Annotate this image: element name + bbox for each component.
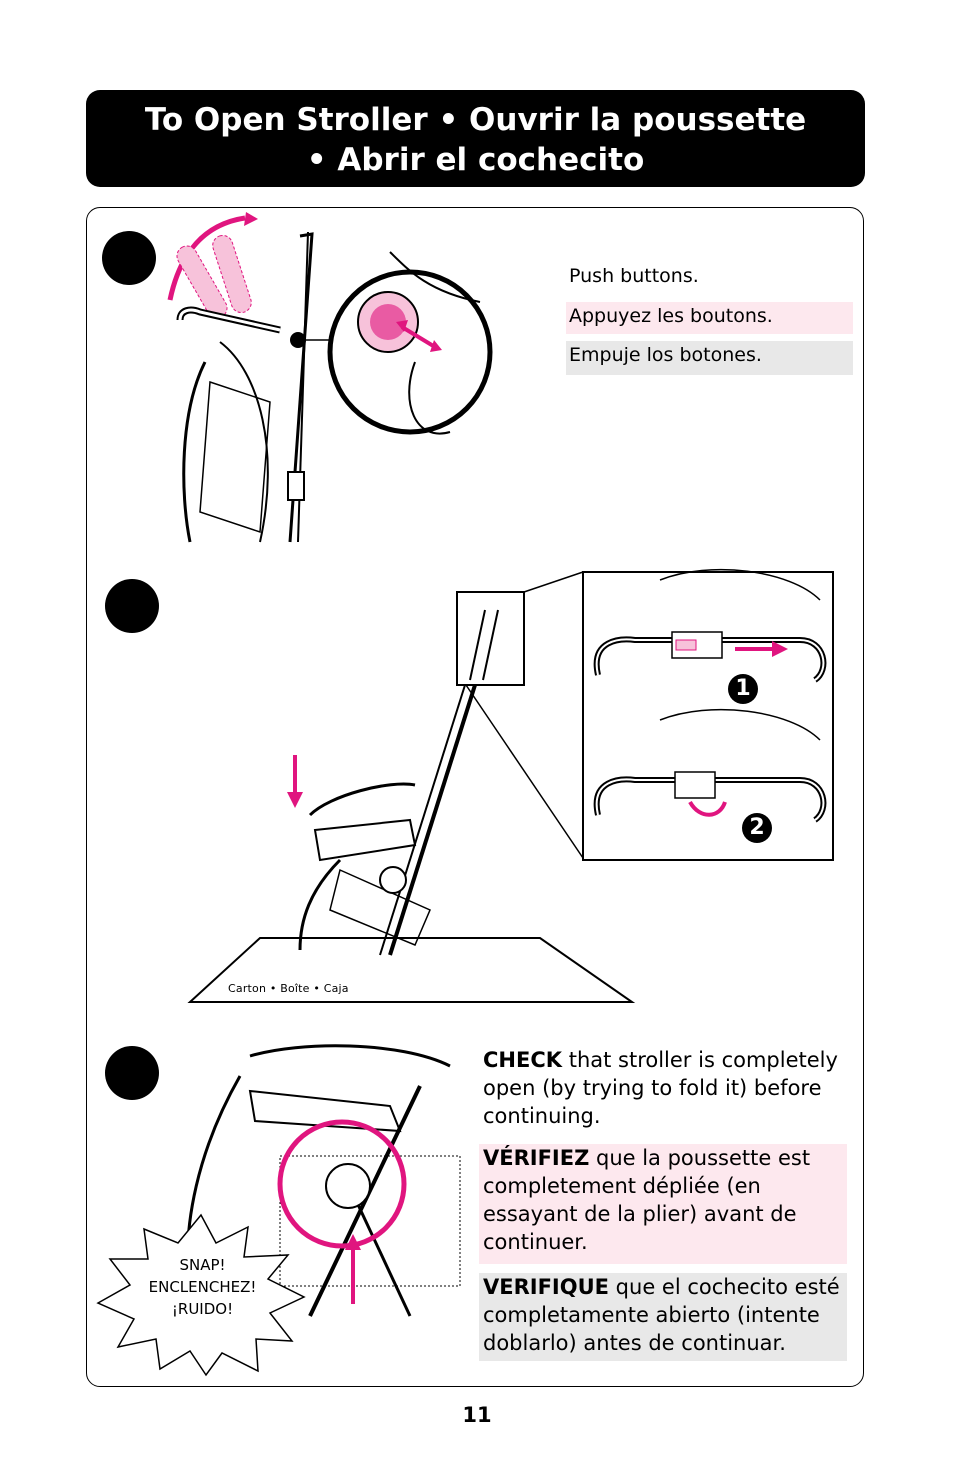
check-label-en: CHECK <box>483 1048 563 1072</box>
step-1-marker <box>102 231 156 285</box>
step-3-text-es: VERIFIQUE que el cochecito esté completa… <box>479 1273 847 1361</box>
step-3-marker <box>105 1046 159 1100</box>
inset-marker-1: 1 <box>728 674 758 704</box>
carton-label: Carton • Boîte • Caja <box>228 982 349 995</box>
step-1-stroller-illustration <box>167 212 493 543</box>
check-text-fr: que la poussette est completement déplié… <box>483 1146 811 1254</box>
step-1-text-en: Push buttons. <box>569 265 699 287</box>
step-3-stroller-illustration <box>185 1044 461 1317</box>
step-2-marker <box>105 579 159 633</box>
snap-starburst <box>96 1213 306 1377</box>
snap-text: SNAP! ENCLENCHEZ! ¡RUIDO! <box>120 1254 285 1320</box>
check-text-en: that stroller is completely open (by try… <box>483 1048 838 1128</box>
check-text-es: que el cochecito esté completamente abie… <box>483 1275 840 1355</box>
instruction-panel <box>86 207 864 1387</box>
step-1-text-es: Empuje los botones. <box>566 341 853 375</box>
step-1-text-fr: Appuyez les boutons. <box>566 302 853 334</box>
check-label-fr: VÉRIFIEZ <box>483 1146 590 1170</box>
page-title-banner: To Open Stroller • Ouvrir la poussette •… <box>86 90 865 187</box>
title-line-2: • Abrir el cochecito <box>306 142 645 178</box>
step-3-text-en: CHECK that stroller is completely open (… <box>481 1046 851 1132</box>
snap-line-1: SNAP! <box>179 1256 226 1274</box>
title-line-1: To Open Stroller • Ouvrir la poussette <box>144 102 807 138</box>
step-3-text-fr: VÉRIFIEZ que la poussette est completeme… <box>479 1144 847 1264</box>
inset-marker-2: 2 <box>742 813 772 843</box>
step-2-stroller-illustration <box>187 568 834 1003</box>
snap-line-3: ¡RUIDO! <box>171 1300 234 1318</box>
check-label-es: VERIFIQUE <box>483 1275 609 1299</box>
page-number: 11 <box>462 1403 492 1427</box>
snap-line-2: ENCLENCHEZ! <box>148 1278 257 1296</box>
